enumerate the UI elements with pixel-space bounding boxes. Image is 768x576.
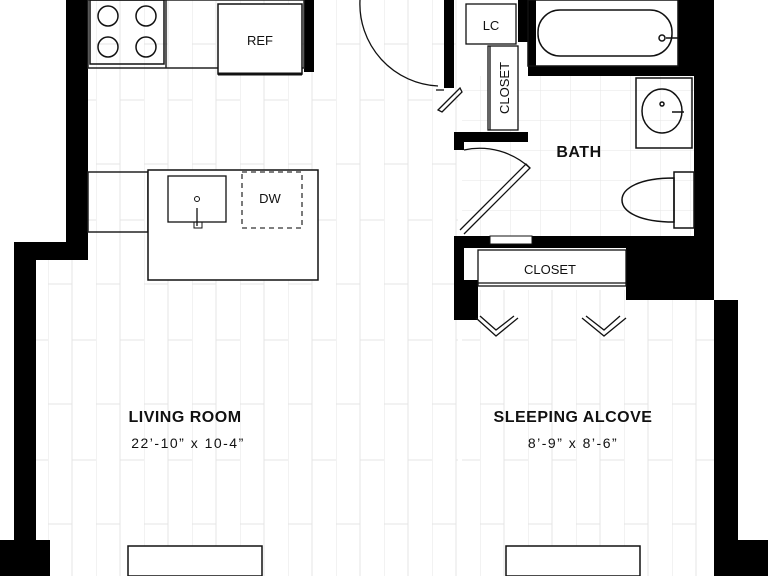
sleeping-alcove-dimensions: 8’-9” x 8’-6” (528, 435, 618, 451)
windows (127, 545, 641, 576)
closet-vertical-label: CLOSET (497, 62, 512, 114)
kitchen-counter (87, 0, 305, 69)
bath-sink-icon (635, 77, 693, 149)
bath-threshold (489, 235, 533, 245)
dw-label: DW (259, 191, 281, 206)
bathtub-icon (527, 0, 679, 67)
bath-name: BATH (556, 144, 601, 161)
toilet-icon (621, 171, 695, 229)
stove-icon (89, 0, 165, 65)
sleeping-alcove-name: SLEEPING ALCOVE (494, 409, 653, 426)
living-room-dimensions: 22’-10” x 10-4” (131, 435, 245, 451)
closet-bifold-doors (475, 315, 627, 337)
closet-door-swing (436, 86, 463, 113)
closet-horizontal-label: CLOSET (524, 262, 576, 277)
refrigerator: REF (217, 3, 303, 76)
dishwasher (241, 171, 303, 229)
linen-closet: LC (465, 3, 517, 45)
floor-wood (36, 0, 718, 576)
kitchen-island: DW (147, 169, 319, 281)
closet-horizontal: CLOSET (477, 249, 627, 287)
bath-door-swing (459, 147, 531, 235)
living-room-name: LIVING ROOM (128, 409, 241, 426)
closet-vertical: CLOSET (487, 45, 519, 131)
lc-label: LC (483, 18, 500, 33)
entry-door-swing (359, 0, 444, 91)
ref-label: REF (247, 33, 273, 48)
